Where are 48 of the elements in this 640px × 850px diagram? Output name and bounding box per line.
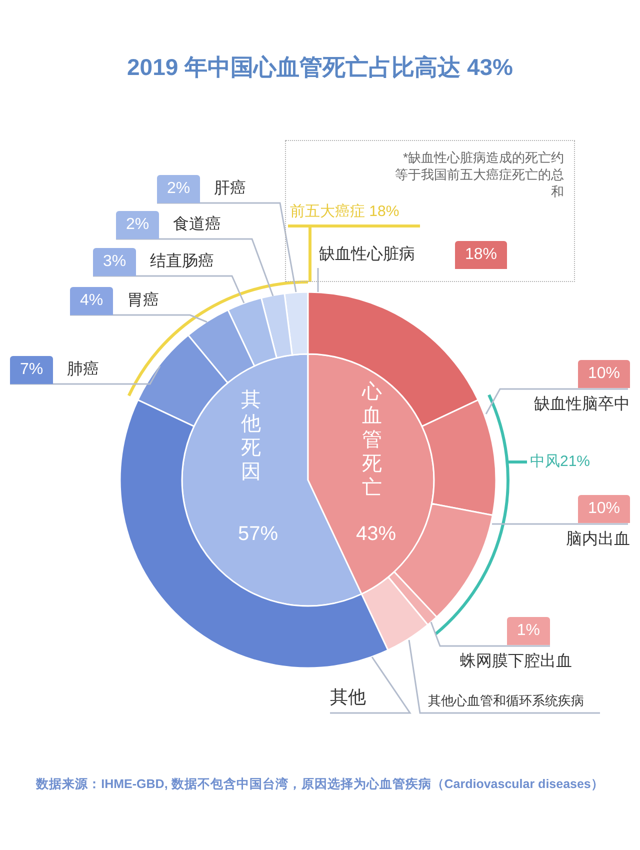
percentage-badge: 2% <box>116 211 160 239</box>
percentage-label: 57% <box>238 522 278 546</box>
disease-label: 蛛网膜下腔出血 <box>460 652 572 672</box>
note-text: *缺血性心脏病造成的死亡约等于我国前五大癌症死亡的总和 <box>394 149 564 200</box>
leader-line <box>430 622 550 647</box>
leader-line <box>408 640 600 714</box>
caption: 数据来源：IHME-GBD, 数据不包含中国台湾，原因选择为心血管疾病（Cardiovascular diseases） <box>34 776 605 793</box>
leader-line <box>485 388 628 414</box>
percentage-badge: 1% <box>506 617 550 645</box>
percentage-badge: 4% <box>70 287 114 315</box>
leader-line <box>157 202 297 292</box>
percentage-badge: 10% <box>578 360 630 388</box>
disease-label: 脑内出血 <box>566 530 630 550</box>
leader-line <box>491 523 628 525</box>
ring-segment <box>260 292 294 359</box>
title: 2019 年中国心血管死亡占比高达 43% <box>126 53 514 82</box>
leader-line <box>70 314 208 323</box>
ring-segment <box>421 398 497 517</box>
bracket-label: 中风21% <box>530 452 590 471</box>
leader-line <box>317 268 319 292</box>
bracket-label: 前五大癌症 18% <box>290 202 400 221</box>
leader-line <box>93 275 245 304</box>
ring-segment <box>226 296 278 367</box>
slice-label: 心血管死亡 <box>362 380 383 500</box>
slice-label: 其他死因 <box>241 388 262 484</box>
ring-segment <box>307 291 480 428</box>
note-box <box>285 140 575 282</box>
percentage-badge: 10% <box>578 495 630 523</box>
leader-line <box>116 238 274 296</box>
disease-label: 其他 <box>330 686 366 709</box>
disease-label: 缺血性心脏病 <box>319 244 415 265</box>
leader-line <box>330 656 412 714</box>
disease-label: 缺血性脑卒中 <box>534 394 630 415</box>
disease-label: 胃癌 <box>127 290 160 311</box>
disease-label: 肝癌 <box>214 178 246 199</box>
disease-label: 肺癌 <box>67 360 100 380</box>
leader-line <box>10 366 161 385</box>
ring-segment <box>187 308 256 384</box>
disease-label: 食道癌 <box>173 214 222 235</box>
percentage-badge: 2% <box>157 175 200 203</box>
ring-segment <box>136 334 229 428</box>
percentage-badge: 7% <box>10 356 54 384</box>
percentage-label: 43% <box>356 522 396 546</box>
disease-label: 其他心血管和循环系统疾病 <box>428 692 584 710</box>
percentage-badge: 3% <box>93 248 136 276</box>
ring-segment <box>360 576 429 652</box>
percentage-badge: 18% <box>455 241 508 269</box>
disease-label: 结直肠癌 <box>150 252 214 272</box>
